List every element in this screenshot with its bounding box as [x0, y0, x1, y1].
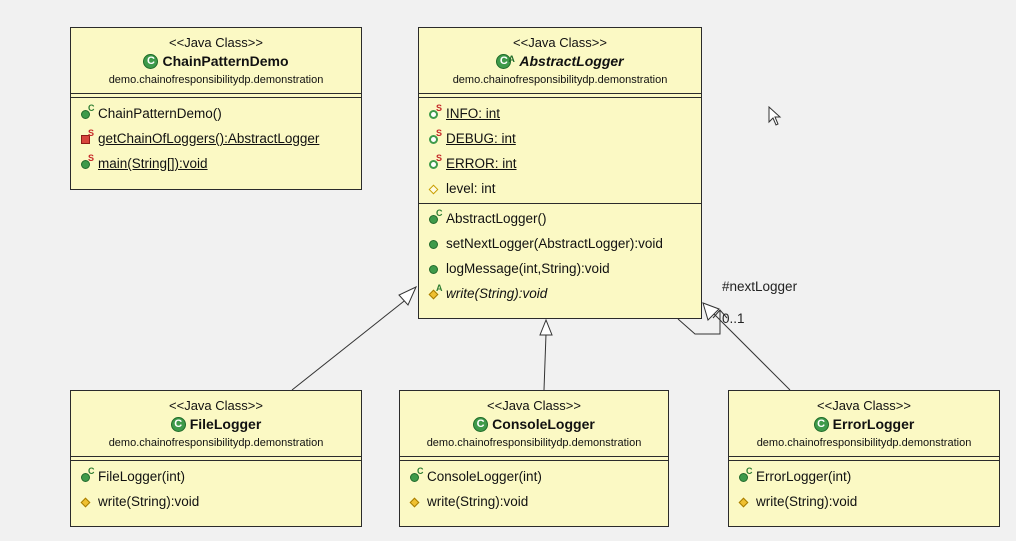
constructor-icon: C — [409, 466, 424, 484]
class-icon: C — [813, 417, 829, 432]
class-errorlogger[interactable]: <<Java Class>> C ErrorLogger demo.chaino… — [728, 390, 1000, 527]
protected-abstract-method-icon: A — [428, 283, 443, 301]
compartment-separator — [729, 456, 999, 461]
methods-compartment: C ChainPatternDemo() S getChainOfLoggers… — [71, 98, 361, 180]
methods-compartment: C FileLogger(int) write(String):void — [71, 461, 361, 518]
member-row[interactable]: S getChainOfLoggers():AbstractLogger — [80, 126, 361, 151]
package-name: demo.chainofresponsibilitydp.demonstrati… — [108, 437, 324, 449]
stereotype: <<Java Class>> — [169, 35, 263, 50]
member-row[interactable]: C ConsoleLogger(int) — [409, 464, 668, 489]
public-static-field-icon: S — [428, 103, 443, 121]
inheritance-arrowhead — [702, 302, 720, 321]
public-method-icon — [428, 262, 443, 276]
methods-compartment: C AbstractLogger() setNextLogger(Abstrac… — [419, 204, 701, 310]
class-name: C ErrorLogger — [729, 415, 999, 434]
package-name: demo.chainofresponsibilitydp.demonstrati… — [108, 74, 324, 86]
member-row[interactable]: C ErrorLogger(int) — [738, 464, 999, 489]
method-row[interactable]: A write(String):void — [428, 281, 701, 306]
constructor-icon: C — [428, 208, 443, 226]
member-row[interactable]: write(String):void — [409, 489, 668, 514]
public-static-field-icon: S — [428, 128, 443, 146]
stereotype: <<Java Class>> — [817, 398, 911, 413]
method-row[interactable]: setNextLogger(AbstractLogger):void — [428, 231, 701, 256]
inheritance-edge-consolelogger — [543, 333, 547, 391]
member-row[interactable]: S main(String[]):void — [80, 151, 361, 176]
class-name: C ConsoleLogger — [400, 415, 668, 434]
constructor-icon: C — [738, 466, 753, 484]
stereotype: <<Java Class>> — [513, 35, 607, 50]
package-name: demo.chainofresponsibilitydp.demonstrati… — [426, 437, 642, 449]
mouse-cursor-icon — [768, 106, 782, 126]
member-row[interactable]: write(String):void — [80, 489, 361, 514]
class-header: <<Java Class>> C ConsoleLogger demo.chai… — [400, 391, 668, 450]
protected-method-icon — [738, 495, 753, 509]
inheritance-arrowhead — [539, 318, 553, 336]
class-icon: C — [143, 54, 159, 69]
package-name: demo.chainofresponsibilitydp.demonstrati… — [756, 437, 972, 449]
public-static-method-icon: S — [80, 153, 95, 171]
class-consolelogger[interactable]: <<Java Class>> C ConsoleLogger demo.chai… — [399, 390, 669, 527]
class-name: C FileLogger — [71, 415, 361, 434]
field-row[interactable]: S ERROR: int — [428, 151, 701, 176]
constructor-icon: C — [80, 103, 95, 121]
class-icon: C — [473, 417, 489, 432]
private-static-method-icon: S — [80, 128, 95, 146]
protected-field-icon — [428, 182, 443, 196]
public-static-field-icon: S — [428, 153, 443, 171]
member-row[interactable]: write(String):void — [738, 489, 999, 514]
class-header: <<Java Class>> C ChainPatternDemo demo.c… — [71, 28, 361, 87]
constructor-icon: C — [80, 466, 95, 484]
method-row[interactable]: C AbstractLogger() — [428, 206, 701, 231]
package-name: demo.chainofresponsibilitydp.demonstrati… — [452, 74, 668, 86]
compartment-separator — [71, 93, 361, 98]
field-row[interactable]: S INFO: int — [428, 101, 701, 126]
fields-compartment: S INFO: int S DEBUG: int S ERROR: int le… — [419, 98, 701, 203]
stereotype: <<Java Class>> — [169, 398, 263, 413]
class-icon: C — [170, 417, 186, 432]
class-header: <<Java Class>> C ErrorLogger demo.chaino… — [729, 391, 999, 450]
protected-method-icon — [80, 495, 95, 509]
field-row[interactable]: level: int — [428, 176, 701, 201]
class-name: C ChainPatternDemo — [71, 52, 361, 71]
compartment-separator — [400, 456, 668, 461]
inheritance-edge-filelogger — [291, 297, 409, 391]
class-chainpatterndemo[interactable]: <<Java Class>> C ChainPatternDemo demo.c… — [70, 27, 362, 190]
methods-compartment: C ConsoleLogger(int) write(String):void — [400, 461, 668, 518]
class-header: <<Java Class>> C FileLogger demo.chainof… — [71, 391, 361, 450]
member-row[interactable]: C ChainPatternDemo() — [80, 101, 361, 126]
methods-compartment: C ErrorLogger(int) write(String):void — [729, 461, 999, 518]
compartment-separator — [419, 93, 701, 98]
field-row[interactable]: S DEBUG: int — [428, 126, 701, 151]
association-multiplicity-label: 0..1 — [722, 311, 745, 326]
class-filelogger[interactable]: <<Java Class>> C FileLogger demo.chainof… — [70, 390, 362, 527]
public-method-icon — [428, 237, 443, 251]
stereotype: <<Java Class>> — [487, 398, 581, 413]
member-row[interactable]: C FileLogger(int) — [80, 464, 361, 489]
compartment-separator — [419, 203, 701, 204]
inheritance-arrowhead — [398, 285, 418, 306]
compartment-separator — [71, 456, 361, 461]
protected-method-icon — [409, 495, 424, 509]
method-row[interactable]: logMessage(int,String):void — [428, 256, 701, 281]
association-role-label: #nextLogger — [722, 279, 798, 294]
